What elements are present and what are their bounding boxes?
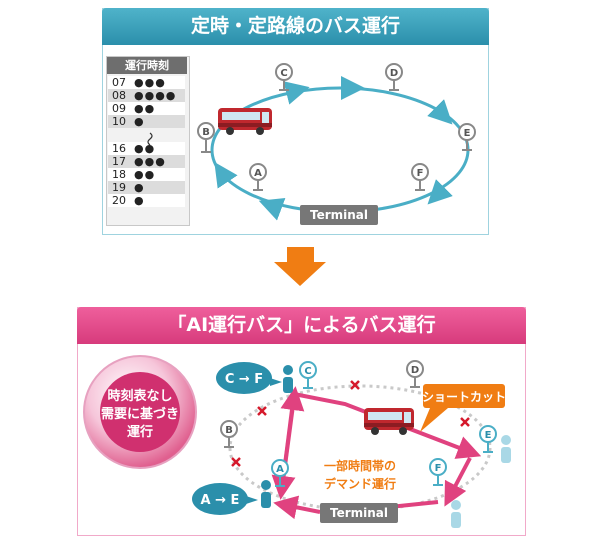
timetable-row: 19 ● (108, 181, 185, 194)
stop-d-marker: D (385, 63, 403, 91)
svg-text:E: E (464, 128, 471, 139)
bottom-title: 「AI運行バス」によるバス運行 (77, 307, 526, 344)
svg-text:F: F (435, 463, 442, 474)
stop-c-marker: C (299, 361, 317, 389)
bus-icon (218, 108, 272, 135)
svg-text:C → F: C → F (225, 372, 263, 387)
timetable-hour: 20 (112, 194, 126, 207)
passenger-icon (261, 480, 271, 508)
timetable-row: 18 ●● (108, 168, 185, 181)
stop-f-marker: F (411, 163, 429, 191)
passenger-icon (451, 500, 461, 528)
svg-text:時刻表なし: 時刻表なし (107, 388, 172, 404)
timetable-row: 16 ●● (108, 142, 185, 155)
passenger-icon (501, 435, 511, 463)
timetable-departures: ●●●● (134, 89, 177, 102)
timetable-row: 07 ●●● (108, 76, 185, 89)
timetable-departures: ●●● (134, 76, 166, 89)
svg-text:B: B (225, 425, 233, 436)
timetable-hour: 19 (112, 181, 126, 194)
route-arrow (283, 81, 310, 105)
bottom-terminal-label: Terminal (330, 506, 388, 520)
route-arrow (258, 197, 286, 221)
demand-route (293, 392, 482, 459)
top-title: 定時・定路線のバス運行 (102, 8, 489, 45)
trip-bubble-a-e: A → E (192, 483, 258, 515)
skipped-segment-mark (460, 417, 470, 427)
no-timetable-badge: 時刻表なし 需要に基づき 運行 (83, 355, 197, 469)
timetable-hour: 17 (112, 155, 126, 168)
svg-text:D: D (411, 365, 419, 376)
svg-text:E: E (485, 430, 492, 441)
timetable-row: 17 ●●● (108, 155, 185, 168)
svg-text:A → E: A → E (201, 493, 240, 508)
skipped-segment-mark (350, 380, 360, 390)
timetable-departures: ●● (134, 142, 156, 155)
svg-text:B: B (202, 127, 210, 138)
timetable-departures: ● (134, 181, 145, 194)
svg-text:ショートカット: ショートカット (422, 390, 506, 404)
timetable-row: 10 ● (108, 115, 185, 128)
timetable-hour: 09 (112, 102, 126, 115)
skipped-segment-mark (257, 406, 267, 416)
timetable-row: 09 ●● (108, 102, 185, 115)
demand-route (444, 457, 472, 507)
stop-a-marker: A (249, 163, 267, 191)
trip-bubble-c-f: C → F (216, 362, 282, 394)
svg-text:A: A (254, 168, 262, 179)
transition-arrow (274, 247, 326, 286)
stop-f-marker: F (429, 458, 447, 486)
svg-text:F: F (417, 168, 424, 179)
skipped-segment-mark (231, 457, 241, 467)
svg-text:D: D (390, 68, 398, 79)
timetable-break-mark (147, 132, 153, 146)
top-route-loop (210, 86, 470, 214)
demand-note-line1: 一部時間帯の (324, 458, 396, 473)
demand-route (273, 495, 321, 520)
timetable-departures: ● (134, 115, 145, 128)
svg-text:C: C (280, 68, 287, 79)
stop-e-marker: E (479, 425, 497, 453)
stop-d-marker: D (406, 360, 424, 388)
stop-a-marker: A (271, 459, 289, 487)
route-arrow (427, 179, 453, 205)
timetable-departures: ● (134, 194, 145, 207)
timetable-departures: ●● (134, 168, 156, 181)
timetable-row: 08 ●●●● (108, 89, 185, 102)
stop-b-marker: B (197, 122, 215, 153)
route-arrow (214, 162, 238, 189)
timetable-hour: 07 (112, 76, 126, 89)
stop-c-marker: C (275, 63, 293, 91)
bottom-terminal-box (320, 503, 398, 523)
stop-b-marker: B (220, 420, 238, 448)
svg-text:A: A (276, 464, 284, 475)
svg-text:運行: 運行 (127, 424, 153, 440)
top-terminal-box (300, 205, 378, 225)
timetable-departures: ●●● (134, 155, 166, 168)
timetable-hour: 16 (112, 142, 126, 155)
svg-text:需要に基づき: 需要に基づき (101, 406, 179, 422)
demand-note-line2: デマンド運行 (324, 476, 396, 491)
timetable-header: 運行時刻 (107, 57, 187, 74)
timetable-row: 20 ● (108, 194, 185, 207)
bus-icon (364, 408, 414, 435)
shortcut-callout: ショートカット (420, 384, 506, 432)
top-terminal-label: Terminal (310, 208, 368, 222)
stop-e-marker: E (458, 123, 476, 151)
route-arrow (427, 99, 453, 125)
timetable-hour: 08 (112, 89, 126, 102)
timetable-departures: ●● (134, 102, 156, 115)
svg-text:C: C (304, 366, 311, 377)
passenger-icon (283, 365, 293, 393)
timetable-hour: 10 (112, 115, 126, 128)
timetable-hour: 18 (112, 168, 126, 181)
